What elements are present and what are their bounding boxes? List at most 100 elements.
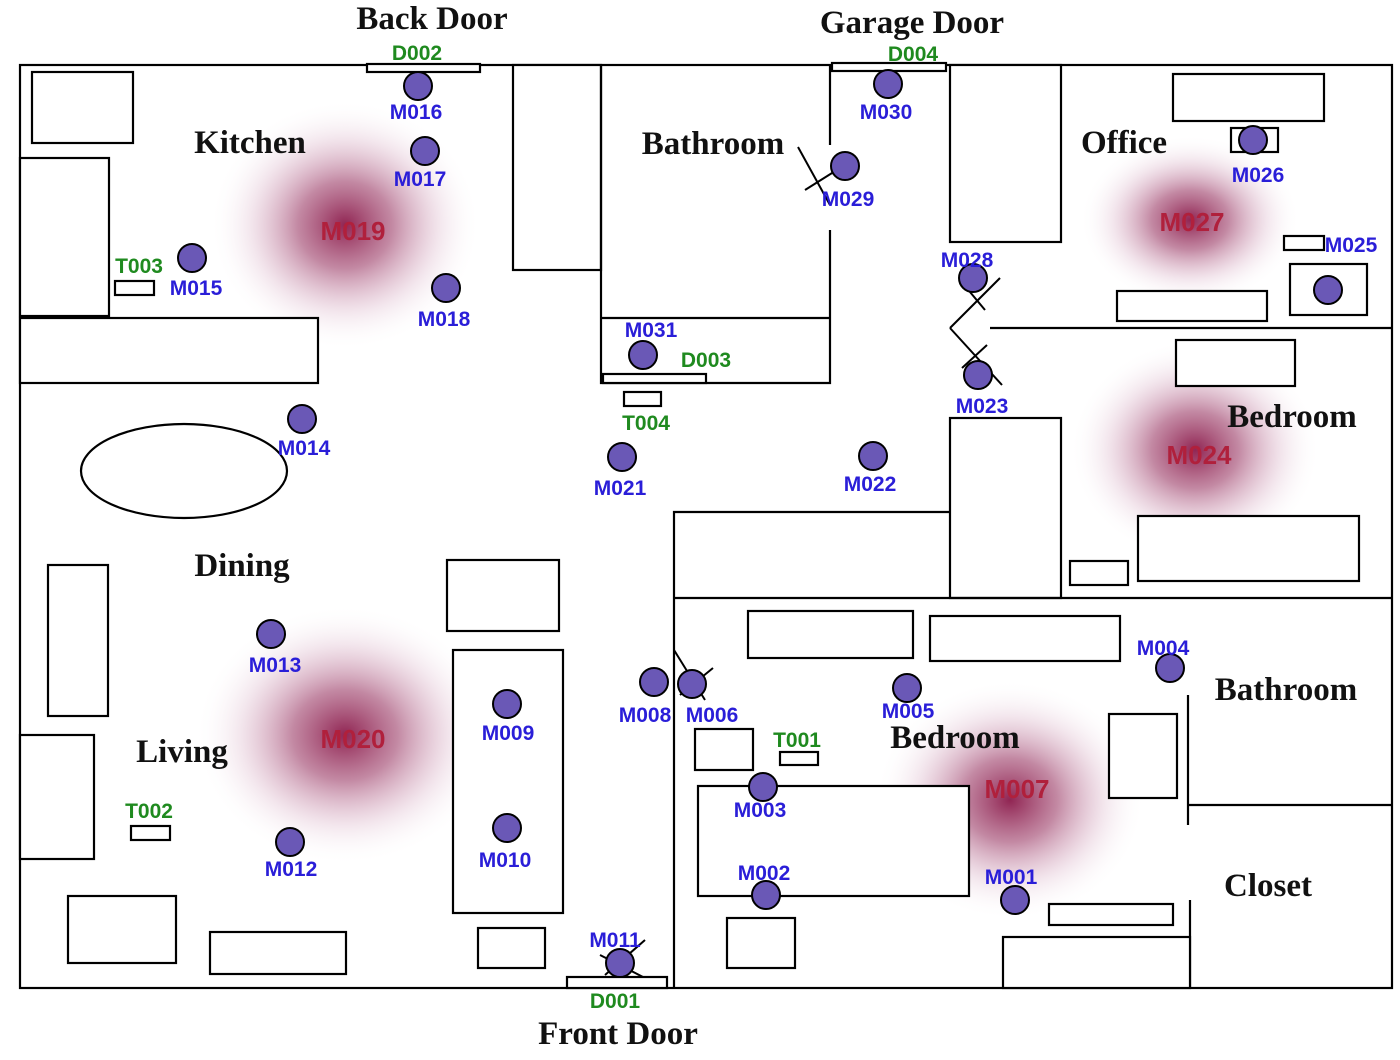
office-shelf bbox=[1282, 234, 1326, 252]
temp-sensor-t002 bbox=[129, 824, 172, 842]
label-m017: M017 bbox=[394, 168, 447, 191]
label-m013: M013 bbox=[249, 654, 302, 677]
bathroom-top-walls bbox=[599, 65, 832, 385]
label-m029: M029 bbox=[822, 188, 875, 211]
label-m010: M010 bbox=[479, 849, 532, 872]
label-m011: M011 bbox=[589, 929, 641, 952]
door-strip-d002 bbox=[365, 62, 482, 74]
sensor-m008-icon bbox=[639, 667, 669, 697]
label-m001: M001 bbox=[985, 866, 1038, 889]
sensor-m023-icon bbox=[963, 360, 993, 390]
kitchen-island bbox=[18, 316, 320, 385]
sensor-m011-icon bbox=[605, 948, 635, 978]
kitchen-cabinet bbox=[511, 63, 603, 272]
label-m012: M012 bbox=[265, 858, 318, 881]
sensor-m010-icon bbox=[492, 813, 522, 843]
living-cabinet bbox=[445, 558, 561, 633]
sensor-m021-icon bbox=[607, 442, 637, 472]
room-bathroom-top: Bathroom bbox=[642, 126, 784, 162]
sensor-m026-icon bbox=[1238, 125, 1268, 155]
room-office: Office bbox=[1081, 125, 1167, 161]
label-d002: D002 bbox=[392, 42, 442, 65]
outer-wall bbox=[18, 63, 1394, 990]
bedroom-right-closet bbox=[948, 416, 1063, 600]
sensor-m006-icon bbox=[677, 669, 707, 699]
kitchen-counter-corner bbox=[30, 70, 135, 145]
bedroom-right-bed bbox=[1136, 514, 1361, 583]
kitchen-counter-left bbox=[18, 156, 111, 318]
hotspot-m019: M019 bbox=[320, 216, 385, 246]
door-strip-d003 bbox=[601, 372, 708, 385]
label-m025: M025 bbox=[1325, 234, 1378, 257]
closet-shelf bbox=[1001, 935, 1192, 990]
exterior-labels: Back Door Garage Door Front Door bbox=[356, 1, 1004, 1052]
sensor-m022-icon bbox=[858, 441, 888, 471]
bathroom-right-fixture bbox=[1107, 712, 1179, 800]
label-m018: M018 bbox=[418, 308, 471, 331]
bedroom-right-nightstand bbox=[1068, 559, 1130, 587]
motion-sensor-labels: M016 M017 M015 M018 M014 M013 M012 M009 … bbox=[170, 101, 1378, 952]
sensor-m004-icon bbox=[1155, 653, 1185, 683]
bedroom-right-dresser bbox=[1174, 338, 1297, 388]
label-m016: M016 bbox=[390, 101, 443, 124]
label-t003: T003 bbox=[115, 255, 163, 278]
label-m028: M028 bbox=[941, 249, 994, 272]
sensor-m009-icon bbox=[492, 689, 522, 719]
label-m014: M014 bbox=[278, 437, 331, 460]
bedroom-bottom-dresser-left bbox=[746, 609, 915, 660]
swing-office-a bbox=[949, 277, 1001, 329]
living-sofa bbox=[451, 648, 565, 915]
label-d001: D001 bbox=[590, 990, 641, 1013]
door-temp-labels: D002 D004 D003 D001 T003 T004 T002 T001 bbox=[115, 42, 938, 1013]
hotspot-m007: M007 bbox=[984, 774, 1049, 804]
room-bedroom-right: Bedroom bbox=[1227, 399, 1357, 435]
sensor-m013-icon bbox=[256, 619, 286, 649]
label-m023: M023 bbox=[956, 395, 1009, 418]
living-couch bbox=[208, 930, 348, 976]
hotspot-labels: M019 M027 M024 M020 M007 bbox=[320, 207, 1232, 804]
sensor-m015-icon bbox=[177, 243, 207, 273]
sensor-m031-icon bbox=[628, 340, 658, 370]
label-m030: M030 bbox=[860, 101, 913, 124]
dining-bench bbox=[46, 563, 110, 718]
label-m005: M005 bbox=[882, 700, 935, 723]
label-m021: M021 bbox=[594, 477, 647, 500]
room-labels: Kitchen Bathroom Office Bedroom Dining L… bbox=[136, 125, 1357, 904]
label-m003: M003 bbox=[734, 799, 787, 822]
label-t004: T004 bbox=[622, 412, 670, 435]
sensor-m028-icon bbox=[958, 263, 988, 293]
bedroom-bottom-bed bbox=[696, 784, 971, 898]
sensor-m025-icon bbox=[1313, 275, 1343, 305]
swing-bedroom-b bbox=[961, 344, 988, 369]
hotspot-m024: M024 bbox=[1166, 440, 1232, 470]
lower-hall-wall bbox=[672, 510, 950, 988]
swing-bedroom-a bbox=[949, 327, 1003, 386]
sensor-m012-icon bbox=[275, 827, 305, 857]
office-closet bbox=[948, 63, 1063, 244]
sensor-m029-icon bbox=[830, 151, 860, 181]
sensor-m003-icon bbox=[748, 772, 778, 802]
bedroom-bottom-dresser-right bbox=[928, 614, 1122, 663]
furniture bbox=[18, 61, 1369, 990]
label-m026: M026 bbox=[1232, 164, 1285, 187]
sensor-m030-icon bbox=[873, 69, 903, 99]
temp-sensor-t001 bbox=[778, 750, 820, 767]
label-m004: M004 bbox=[1137, 637, 1190, 660]
label-m008: M008 bbox=[619, 704, 672, 727]
label-m006: M006 bbox=[686, 704, 739, 727]
garage-door-label: Garage Door bbox=[820, 5, 1004, 41]
label-m022: M022 bbox=[844, 473, 897, 496]
office-desk-bottom bbox=[1115, 289, 1269, 323]
temp-sensor-t004 bbox=[622, 390, 663, 408]
swing-bathroom-top bbox=[797, 146, 831, 206]
label-d004: D004 bbox=[888, 43, 939, 66]
walls bbox=[18, 63, 1394, 990]
temp-sensor-t003 bbox=[113, 279, 156, 297]
sensor-m001-icon bbox=[1000, 885, 1030, 915]
office-desk-top bbox=[1171, 72, 1326, 123]
sensor-m018-icon bbox=[431, 273, 461, 303]
label-m002: M002 bbox=[738, 862, 791, 885]
label-m031: M031 bbox=[625, 319, 678, 342]
room-bedroom-bottom: Bedroom bbox=[890, 720, 1020, 756]
room-closet: Closet bbox=[1224, 868, 1312, 904]
